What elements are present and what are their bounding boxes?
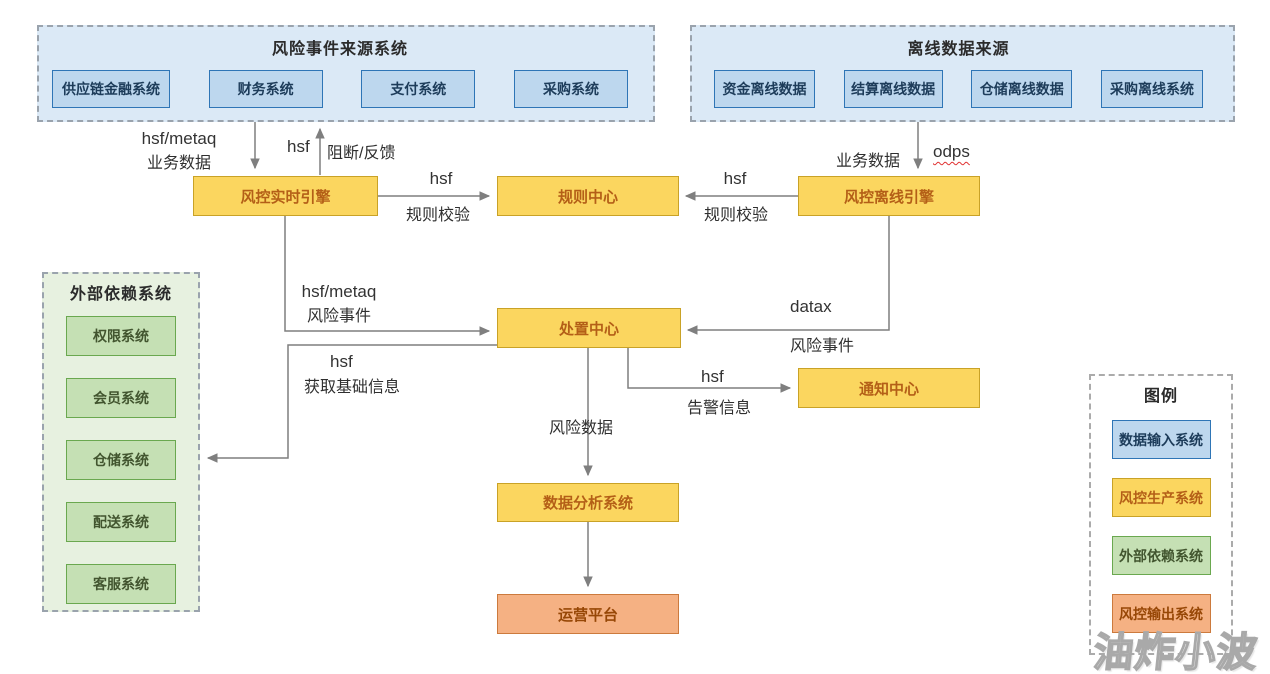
offline-data-sources-title: 离线数据来源 (907, 41, 1010, 58)
risk-event-sources-title: 风险事件来源系统 (271, 41, 408, 58)
legend-item-data-input: 数据输入系统 (1111, 420, 1211, 459)
system-box-funds-offline: 资金离线数据 (714, 70, 815, 108)
system-box-payment: 支付系统 (361, 70, 476, 108)
edge-text: 风险事件 (306, 308, 371, 325)
edge-label-offline-in-text: 业务数据 (836, 153, 901, 170)
system-box-finance: 财务系统 (208, 70, 323, 108)
edge-label-disposal-to-notify-text: 告警信息 (687, 400, 752, 417)
edge-label-block-feedback-text: 阻断/反馈 (327, 145, 396, 162)
node-realtime-risk-engine: 风控实时引擎 (193, 176, 378, 216)
offline-data-sources-container: 离线数据来源 资金离线数据 结算离线数据 仓储离线数据 采购离线系统 (690, 25, 1235, 122)
edge-label-offline-to-rule-protocol: hsf (710, 169, 760, 189)
edge-label-disposal-to-analysis-text: 风险数据 (549, 420, 614, 437)
system-box-procurement-offline: 采购离线系统 (1100, 70, 1203, 108)
risk-event-sources-container: 风险事件来源系统 供应链金融系统 财务系统 支付系统 采购系统 (37, 25, 655, 122)
system-box-warehouse-offline: 仓储离线数据 (971, 70, 1073, 108)
edge-protocol: hsf (429, 169, 453, 188)
legend-item-risk-production: 风控生产系统 (1111, 478, 1211, 517)
legend-title: 图例 (1143, 388, 1178, 405)
node-rule-center: 规则中心 (497, 176, 679, 216)
edge-label-realtime-to-rule-text: 规则校验 (406, 207, 471, 224)
edge-label-disposal-to-external-protocol: hsf (330, 352, 353, 371)
node-notification-center: 通知中心 (798, 368, 980, 408)
system-box-delivery: 配送系统 (66, 502, 176, 542)
edge-label-source-to-realtime: hsf/metaq 业务数据 (129, 129, 229, 173)
node-data-analysis-system: 数据分析系统 (497, 483, 679, 522)
node-offline-risk-engine: 风控离线引擎 (798, 176, 980, 216)
system-box-supply-chain-finance: 供应链金融系统 (52, 70, 170, 108)
system-box-warehouse: 仓储系统 (66, 440, 176, 480)
legend-items: 数据输入系统 风控生产系统 外部依赖系统 风控输出系统 (1091, 420, 1231, 633)
system-box-settlement-offline: 结算离线数据 (843, 70, 943, 108)
external-dependencies-items: 权限系统 会员系统 仓储系统 配送系统 客服系统 (44, 316, 198, 604)
edge-protocol: hsf/metaq (301, 282, 377, 301)
edge-label-block-feedback-protocol: hsf (287, 137, 310, 156)
system-box-procurement: 采购系统 (513, 70, 628, 108)
external-dependencies-container: 外部依赖系统 权限系统 会员系统 仓储系统 配送系统 客服系统 (42, 272, 200, 612)
edge-protocol: hsf/metaq (141, 129, 217, 148)
edge-protocol: hsf (723, 169, 747, 188)
system-box-permission: 权限系统 (66, 316, 176, 356)
external-dependencies-title: 外部依赖系统 (69, 286, 172, 303)
legend: 图例 数据输入系统 风控生产系统 外部依赖系统 风控输出系统 (1089, 374, 1233, 655)
edge-label-disposal-to-external-text: 获取基础信息 (304, 379, 401, 396)
edge-label-offline-to-disposal-protocol: datax (790, 297, 832, 316)
edge-label-realtime-to-rule-protocol: hsf (416, 169, 466, 189)
legend-item-risk-output: 风控输出系统 (1111, 594, 1211, 633)
legend-item-external-dep: 外部依赖系统 (1111, 536, 1211, 575)
edge-label-offline-in-protocol: odps (933, 142, 970, 161)
node-operation-platform: 运营平台 (497, 594, 679, 634)
edge-label-offline-to-rule-text: 规则校验 (704, 207, 769, 224)
risk-event-sources-items: 供应链金融系统 财务系统 支付系统 采购系统 (52, 70, 628, 108)
edge-label-offline-to-disposal-text: 风险事件 (790, 338, 855, 355)
offline-data-sources-items: 资金离线数据 结算离线数据 仓储离线数据 采购离线系统 (714, 70, 1203, 108)
edge-text: 业务数据 (146, 155, 211, 172)
watermark: 油炸小波 (1090, 630, 1260, 674)
system-box-member: 会员系统 (66, 378, 176, 418)
system-box-customer-service: 客服系统 (66, 564, 176, 604)
edge-label-disposal-to-notify-protocol: hsf (701, 367, 724, 386)
node-disposal-center: 处置中心 (497, 308, 681, 348)
edge-label-realtime-to-disposal: hsf/metaq 风险事件 (294, 282, 384, 326)
